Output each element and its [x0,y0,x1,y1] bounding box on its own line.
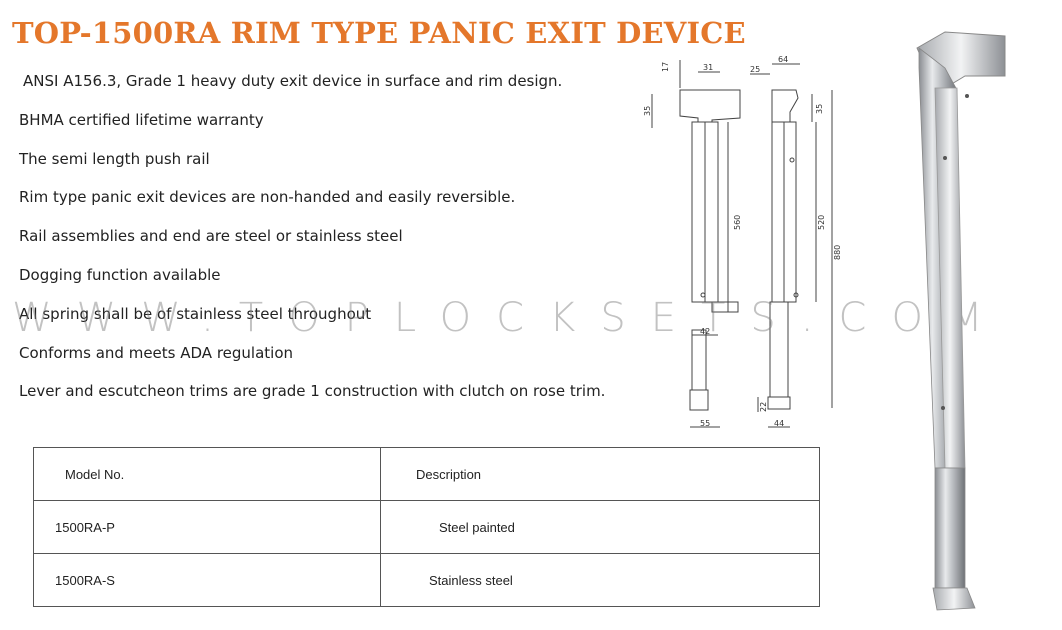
table-header-row: Model No. Description [33,447,820,501]
feature-item: Rail assemblies and end are steel or sta… [19,227,403,246]
page-title: TOP-1500RA RIM TYPE PANIC EXIT DEVICE [12,16,746,50]
table-cell: Stainless steel [380,553,820,607]
table-cell: 1500RA-P [33,500,381,554]
model-no: 1500RA-S [55,572,115,588]
table-header-cell: Description [380,447,820,501]
model-table: Model No. Description 1500RA-P Steel pai… [33,447,820,607]
header-description: Description [416,466,482,482]
dim-label: 25 [750,65,760,74]
table-row: 1500RA-P Steel painted [33,500,820,554]
model-description: Steel painted [439,519,515,535]
dim-label: 520 [817,215,826,230]
feature-item: Lever and escutcheon trims are grade 1 c… [19,382,606,401]
feature-list: ANSI A156.3, Grade 1 heavy duty exit dev… [19,70,605,419]
dim-label: 42 [700,327,710,336]
dim-label: 55 [700,419,710,428]
dim-label: 31 [703,63,713,72]
table-cell: 1500RA-S [33,553,381,607]
dim-label: 880 [833,245,842,260]
feature-item: BHMA certified lifetime warranty [19,110,264,129]
feature-item: Dogging function available [19,265,221,284]
dim-label: 22 [759,402,768,412]
dim-label: 560 [733,215,742,230]
watermark: WWW.TOPLOCKSETS.COM [12,295,1008,341]
table-row: 1500RA-S Stainless steel [33,553,820,607]
feature-item: ANSI A156.3, Grade 1 heavy duty exit dev… [23,72,563,90]
feature-item: All spring shall be of stainless steel t… [19,304,372,323]
dim-label: 64 [778,55,788,64]
feature-item: Conforms and meets ADA regulation [19,343,293,362]
table-header-cell: Model No. [33,447,381,501]
model-no: 1500RA-P [55,519,115,535]
product-image [916,31,1006,611]
table-cell: Steel painted [380,500,820,554]
feature-item: Rim type panic exit devices are non-hand… [19,188,516,207]
dim-label: 35 [643,106,652,116]
header-model: Model No. [65,466,125,482]
dim-label: 44 [774,419,784,428]
technical-drawing: 17 31 35 560 42 55 64 25 35 520 880 22 4… [643,55,842,428]
feature-item: The semi length push rail [19,149,210,168]
dim-label: 17 [661,62,670,72]
dim-label: 35 [815,104,824,114]
model-description: Stainless steel [429,572,513,588]
